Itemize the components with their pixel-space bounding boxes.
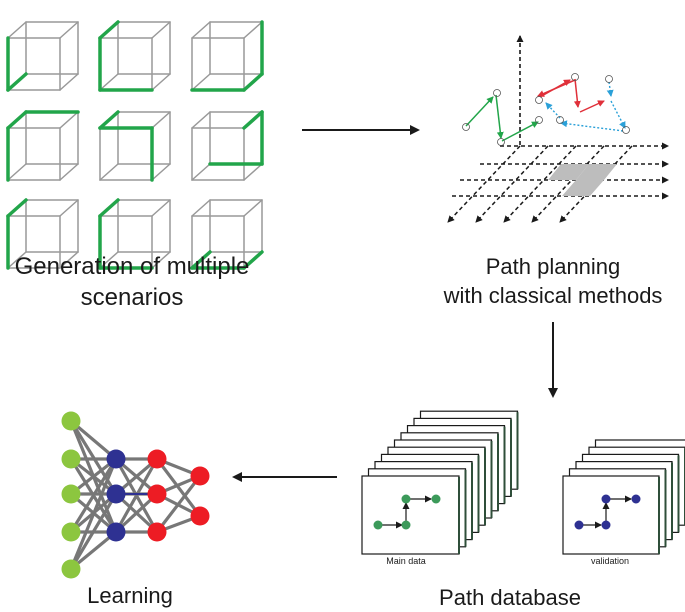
- scenario-path-segment: [242, 110, 264, 130]
- main-data-stack: [361, 410, 519, 555]
- scenario-cube: [6, 198, 79, 270]
- path-node: [601, 494, 611, 504]
- path-node: [601, 520, 611, 530]
- database-caption: Path database: [439, 585, 581, 610]
- path-planning-graphic: [447, 35, 669, 223]
- ground-grid: [447, 142, 669, 223]
- path-node: [401, 494, 411, 504]
- scenario-cube: [190, 20, 264, 92]
- stack-page: [361, 475, 460, 555]
- scenario-path-segment: [6, 72, 28, 92]
- scenario-cube: [98, 20, 171, 92]
- validation-path-graph: [574, 494, 641, 530]
- nn-node-output: [190, 506, 210, 526]
- nn-node-output: [190, 466, 210, 486]
- occupied-cell: [548, 164, 589, 180]
- scenario-path-segment: [242, 250, 264, 270]
- path-node: [431, 494, 441, 504]
- planning-caption-line2: with classical methods: [443, 283, 663, 308]
- scenario-cube: [6, 21, 79, 92]
- nn-node-input: [61, 411, 81, 431]
- nn-node-hidden-2: [147, 449, 167, 469]
- scenario-path-segment: [98, 20, 120, 40]
- stack-page: [562, 475, 660, 555]
- red-path: [535, 73, 605, 124]
- path-node: [373, 520, 383, 530]
- scenario-cube: [6, 110, 80, 182]
- green-path: [462, 89, 539, 146]
- main-data-label: Main data: [386, 556, 426, 566]
- nn-node-input: [61, 522, 81, 542]
- scenario-cube: [98, 110, 171, 182]
- validation-stack: [562, 439, 685, 555]
- scenario-path-segment: [98, 198, 120, 218]
- nn-node-hidden-1: [106, 449, 126, 469]
- occupied-cell: [562, 180, 604, 196]
- nn-node-hidden-1: [106, 484, 126, 504]
- scenario-path-segment: [242, 72, 264, 92]
- scenario-path-segment: [98, 110, 120, 130]
- main-data-path-graph: [373, 494, 441, 530]
- nn-connections: [69, 419, 202, 571]
- nn-node-hidden-1: [106, 522, 126, 542]
- planning-caption-line1: Path planning: [485, 254, 621, 279]
- generation-caption-line2: scenarios: [80, 284, 184, 311]
- learning-caption: Learning: [87, 583, 173, 608]
- scenario-path-segment: [190, 250, 212, 270]
- validation-label: validation: [590, 556, 630, 566]
- occupied-cell: [576, 164, 617, 180]
- scenario-path-segment: [6, 198, 28, 218]
- nn-node-input: [61, 449, 81, 469]
- path-node: [631, 494, 641, 504]
- cyan-path: [545, 75, 630, 134]
- path-node: [574, 520, 584, 530]
- neural-network: [61, 411, 210, 579]
- scenario-cube: [190, 199, 264, 270]
- scenario-cube: [191, 110, 264, 181]
- nn-node-hidden-2: [147, 484, 167, 504]
- generation-caption-line1: Generation of multiple: [14, 253, 250, 280]
- scenario-cube: [98, 198, 171, 270]
- nn-node-input: [61, 559, 81, 579]
- nn-node-hidden-2: [147, 522, 167, 542]
- scenario-cube-grid: [6, 20, 264, 270]
- nn-node-input: [61, 484, 81, 504]
- scenario-path-segment: [6, 110, 28, 130]
- path-node: [401, 520, 411, 530]
